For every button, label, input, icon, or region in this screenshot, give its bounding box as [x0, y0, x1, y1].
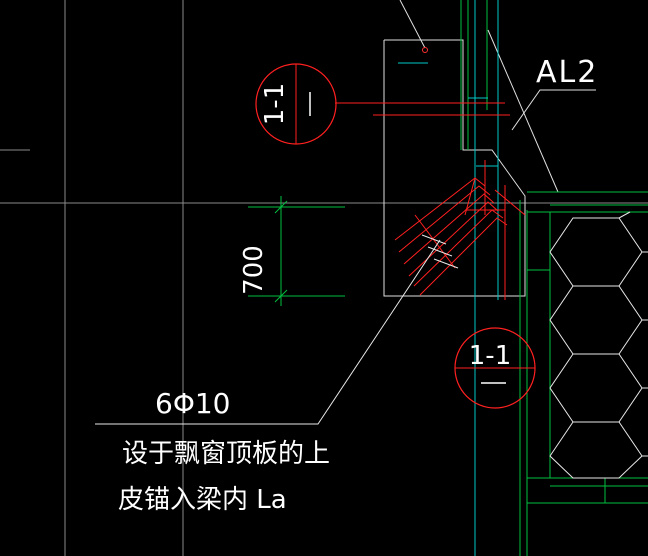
hexagon-insulation-pattern [549, 211, 648, 479]
hexagon-cell [549, 285, 643, 355]
anchor-bar [419, 217, 508, 296]
section-mark-top: 1-1 [255, 63, 337, 145]
section-mark-bottom: 1-1 [454, 327, 536, 409]
anchor-bar [394, 177, 486, 241]
rebar-note-line-1: 设于飘窗顶板的上 [122, 439, 330, 469]
dimension-tick-top [274, 200, 288, 214]
panel-outline [383, 39, 526, 297]
section-mark-bottom-label: 1-1 [469, 341, 511, 371]
anchor-bar [408, 201, 499, 277]
hexagon-edge [618, 211, 631, 219]
anchor-tie [414, 214, 456, 269]
beam-diagonal-line [487, 29, 559, 193]
anchor-bar-hook [494, 189, 526, 216]
red-rebar-group [335, 102, 526, 300]
cyan-lines [398, 0, 499, 556]
hexagon-cell [549, 217, 643, 287]
rebar-leader-tick [427, 246, 453, 257]
hexagon-cell [549, 353, 643, 423]
beam-tag-group: AL2 [511, 55, 598, 131]
beam-tag-label: AL2 [536, 55, 598, 90]
section-mark-top-label: 1-1 [260, 83, 290, 125]
window-panel-outline [383, 0, 559, 297]
rebar-spec-label: 6Φ10 [155, 387, 230, 420]
hexagon-cell [549, 421, 643, 479]
rebar-leader-line [95, 239, 441, 425]
dimension-value-label: 700 [239, 245, 269, 295]
anchor-bar [413, 209, 504, 287]
panel-point-marker [422, 47, 428, 53]
anchor-bar-hook [464, 177, 476, 216]
anchor-bar [403, 193, 495, 265]
rebar-leader-tick [433, 258, 459, 269]
rebar-leader-tick [421, 234, 447, 245]
dimension-tick-bottom [274, 289, 288, 303]
beam-tag-leader [511, 89, 596, 131]
rebar-note-group: 6Φ10 设于飘窗顶板的上 皮锚入梁内 La [95, 234, 459, 515]
rebar-note-line-2: 皮锚入梁内 La [118, 485, 287, 515]
panel-leader-top [399, 0, 426, 49]
anchor-bar [398, 185, 491, 253]
